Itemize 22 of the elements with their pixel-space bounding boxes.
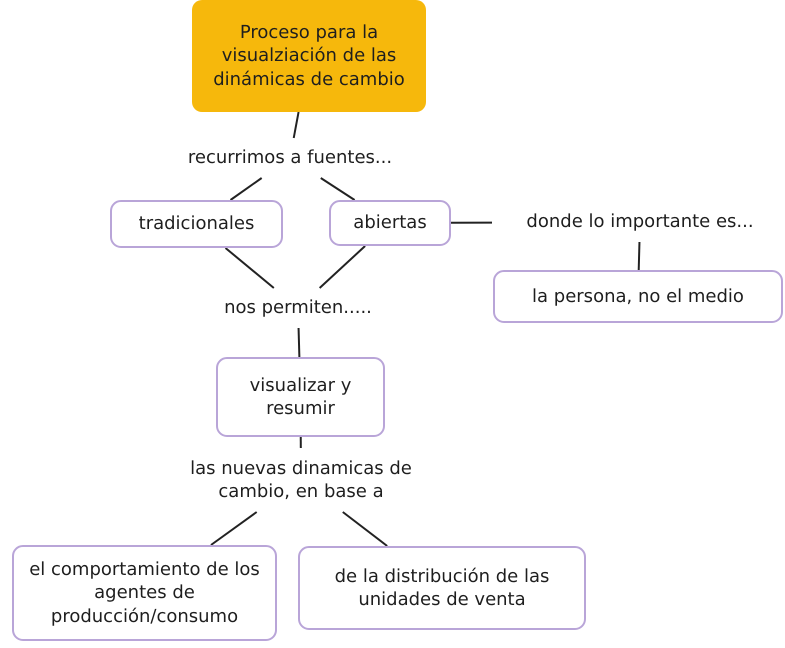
connector-line <box>320 177 356 201</box>
connector-line <box>210 511 258 546</box>
linking-phrase: donde lo importante es... <box>496 206 784 238</box>
concept-box: tradicionales <box>110 200 283 248</box>
concept-box: la persona, no el medio <box>493 270 783 323</box>
linking-phrase: recurrimos a fuentes... <box>150 142 430 174</box>
connector-line <box>451 222 492 224</box>
connector-line <box>342 511 388 547</box>
linking-phrase: nos permiten..... <box>180 292 416 324</box>
connector-line <box>300 437 302 448</box>
connector-line <box>638 242 640 270</box>
concept-box: de la distribución de las unidades de venta <box>298 546 586 630</box>
concept-box: el comportamiento de los agentes de producción/consumo <box>12 545 277 641</box>
concept-box: visualizar y resumir <box>216 357 385 437</box>
connector-line <box>230 177 262 201</box>
connector-line <box>292 112 300 138</box>
connector-line <box>318 245 366 289</box>
connector-line <box>224 247 274 289</box>
linking-phrase: las nuevas dinamicas de cambio, en base a <box>170 452 432 508</box>
title-box: Proceso para la visualziación de las dinámicas de cambio <box>192 0 426 112</box>
connector-line <box>298 328 300 358</box>
concept-box: abiertas <box>329 200 451 246</box>
